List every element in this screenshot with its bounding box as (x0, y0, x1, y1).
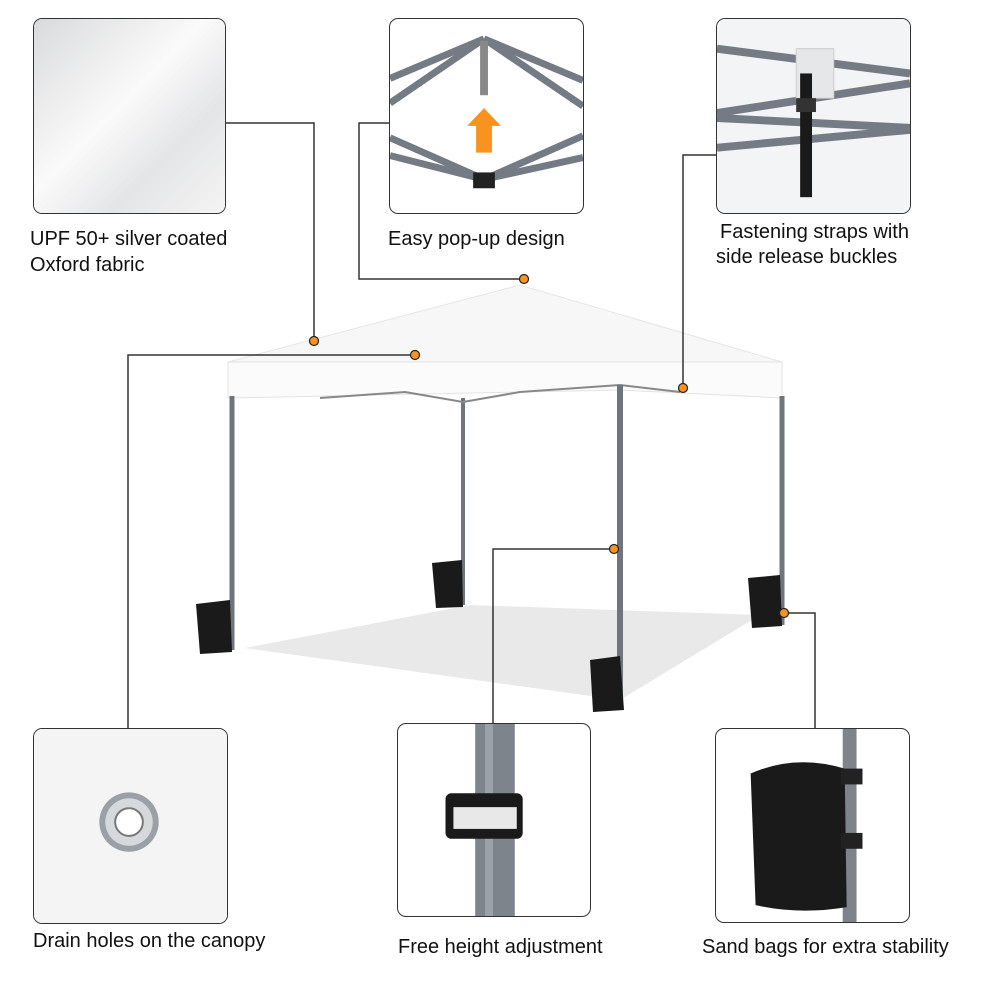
callout-dot-popup (518, 273, 530, 285)
drain-detail-image (33, 728, 228, 924)
sandbag-right (748, 575, 782, 628)
height-label: Free height adjustment (398, 936, 603, 958)
canopy-skirt (227, 361, 783, 399)
sandbag-label: Sand bags for extra stability (702, 936, 949, 958)
popup-label: Easy pop-up design (388, 228, 565, 250)
floor-shadow (245, 605, 760, 700)
leader-line-height (492, 548, 614, 723)
callout-dot-straps (677, 382, 689, 394)
sandbag-back (432, 560, 463, 608)
leader-line-drain (127, 354, 415, 728)
fabric-swatch-icon (34, 19, 225, 213)
leader-line-straps (682, 154, 716, 388)
strap-buckle-icon (717, 19, 910, 213)
fabric-label-line2: Oxford fabric (30, 254, 145, 276)
callout-dot-sandbag (778, 607, 790, 619)
popup-frame-illustration (390, 35, 583, 189)
fabric-detail-image (33, 18, 226, 214)
height-clip-icon (445, 724, 523, 916)
leader-line-popup (358, 122, 524, 280)
straps-label-line1: Fastening straps with (720, 221, 909, 243)
straps-label-line2: side release buckles (716, 246, 898, 268)
callout-dot-drain (409, 349, 421, 361)
drain-label: Drain holes on the canopy (33, 930, 266, 952)
callout-dot-fabric (308, 335, 320, 347)
up-arrow-icon (467, 108, 501, 153)
popup-detail-image (389, 18, 584, 214)
straps-detail-image (716, 18, 911, 214)
grommet-icon (34, 729, 227, 923)
sandbag-front (590, 656, 624, 712)
canopy-frame (319, 383, 681, 404)
leader-line-fabric (225, 122, 315, 341)
fabric-label-line1: UPF 50+ silver coated (30, 228, 228, 250)
canopy-roof (227, 284, 783, 363)
callout-dot-height (608, 543, 620, 555)
height-detail-image (397, 723, 591, 917)
sandbag-detail-image (715, 728, 910, 923)
sandbag-icon (750, 729, 863, 922)
sandbag-left (196, 600, 232, 654)
leader-line-sandbag (784, 612, 816, 728)
